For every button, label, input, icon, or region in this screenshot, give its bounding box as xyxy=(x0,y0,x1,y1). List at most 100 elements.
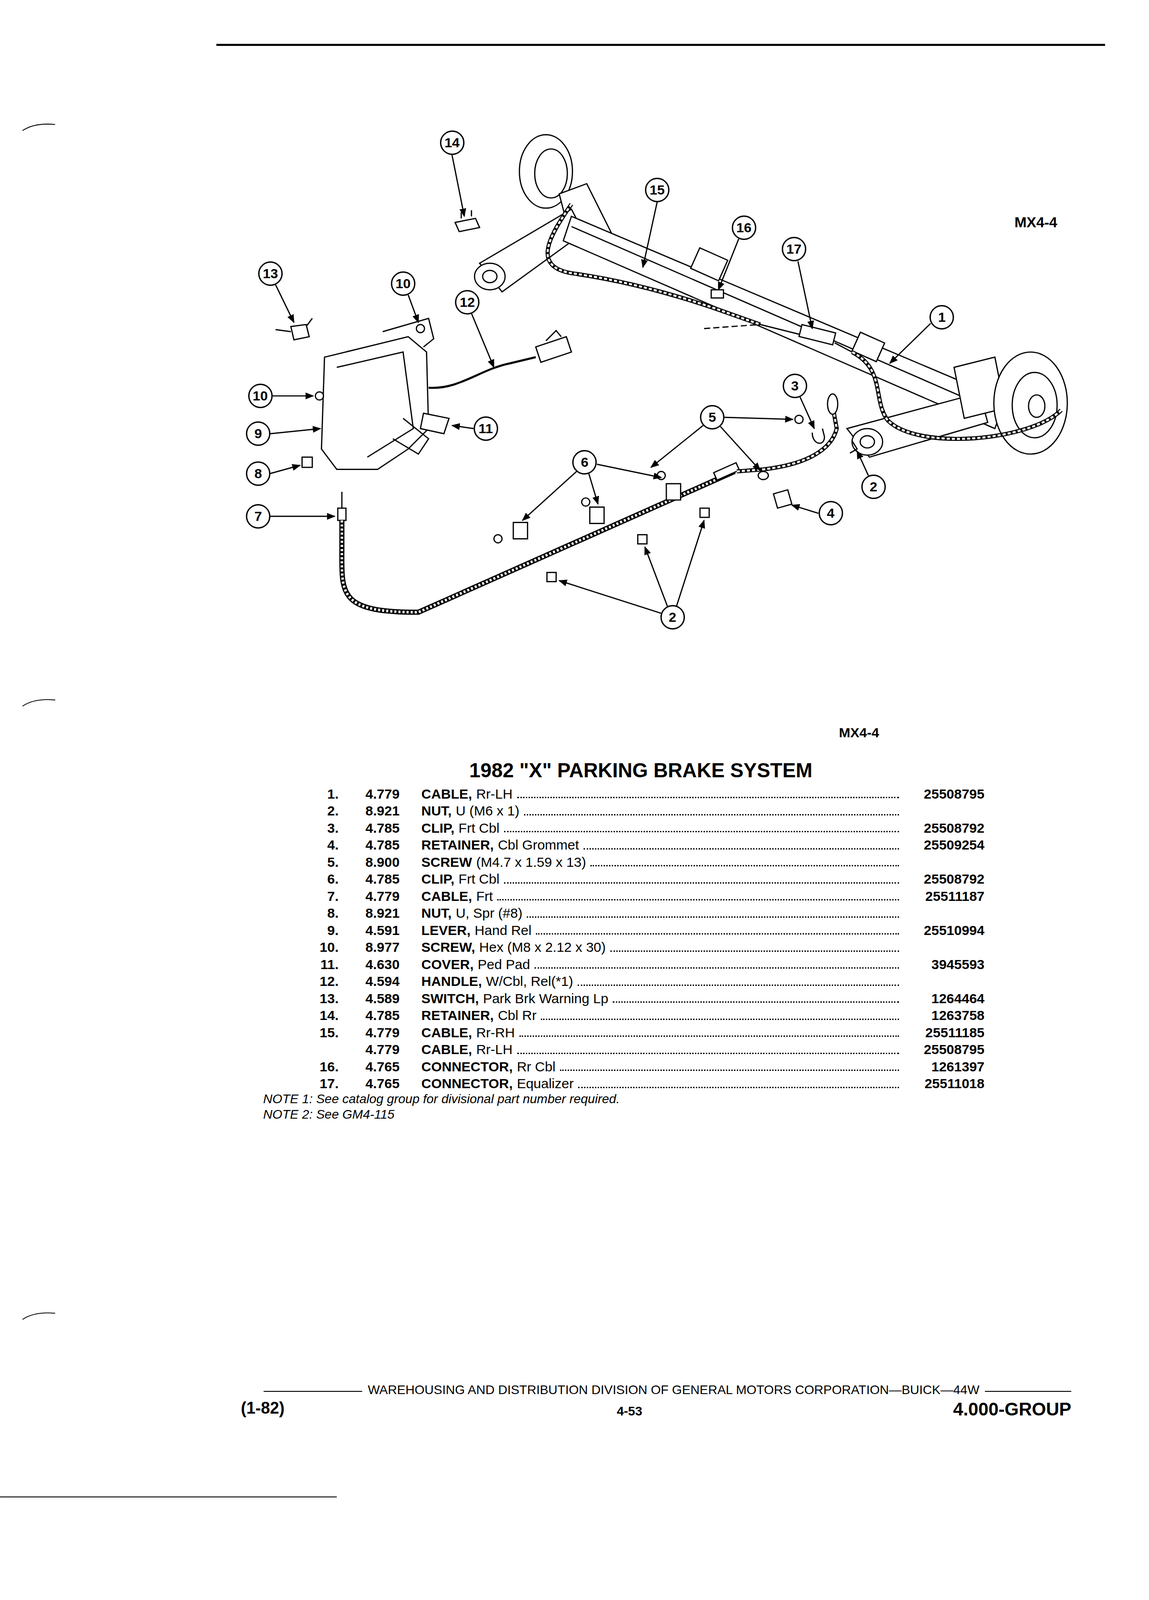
part-name: CABLE, xyxy=(421,888,473,905)
callout-circle: 17 xyxy=(781,236,807,262)
part-description: Rr Cbl xyxy=(516,1059,556,1075)
part-name: RETAINER, xyxy=(421,1007,494,1024)
dot-leader xyxy=(517,796,900,799)
dot-leader xyxy=(540,1018,900,1020)
dot-leader xyxy=(497,899,900,901)
item-number: 16. xyxy=(319,1059,339,1075)
dot-leader xyxy=(559,1069,900,1071)
item-number: 7. xyxy=(327,888,339,905)
dot-leader xyxy=(519,1035,900,1037)
callout-circle: 7 xyxy=(245,504,271,529)
group-code: 4.765 xyxy=(365,1075,400,1092)
part-description: Rr-RH xyxy=(476,1024,515,1041)
part-description: Rr-LH xyxy=(476,786,513,803)
part-name: SCREW xyxy=(421,854,473,871)
item-number: 11. xyxy=(320,956,339,973)
figure-code: MX4-4 xyxy=(839,724,880,741)
group-code: 4.779 xyxy=(365,786,400,803)
item-number: 5. xyxy=(327,854,339,871)
callout-number: 8 xyxy=(254,466,263,481)
group-code: 8.921 xyxy=(365,803,400,820)
part-name: CLIP, xyxy=(421,820,455,837)
dot-leader xyxy=(524,814,900,816)
item-number: 13. xyxy=(319,990,339,1007)
part-name: COVER, xyxy=(421,956,474,973)
item-number: 4. xyxy=(327,837,339,854)
dot-leader xyxy=(504,830,900,833)
footer-rule xyxy=(263,1390,363,1392)
callout-circle: 1 xyxy=(929,304,955,330)
group-code: 4.765 xyxy=(365,1059,400,1075)
part-name: CONNECTOR, xyxy=(421,1075,513,1092)
part-number: 25508792 xyxy=(924,820,985,837)
callout-circle: 11 xyxy=(473,416,499,441)
part-description: Park Brk Warning Lp xyxy=(483,990,609,1007)
group-code: 4.591 xyxy=(365,922,400,939)
callout-circle: 3 xyxy=(782,373,808,399)
dot-leader xyxy=(612,1001,900,1003)
group-code: 4.589 xyxy=(365,990,400,1007)
callout-circle: 5 xyxy=(699,404,725,430)
callout-number: 2 xyxy=(869,479,878,494)
callout-circle: 13 xyxy=(258,261,283,286)
callout-circle: 15 xyxy=(644,177,670,203)
item-number: 15. xyxy=(319,1024,339,1041)
group-code: 8.921 xyxy=(365,905,400,922)
footer-rule xyxy=(984,1390,1072,1392)
part-description: Cbl Rr xyxy=(497,1007,537,1024)
callout-number: 11 xyxy=(478,421,494,436)
part-number: 25511018 xyxy=(924,1075,985,1092)
group-code: 8.977 xyxy=(365,939,400,956)
callout-number: 2 xyxy=(668,610,677,625)
dot-leader xyxy=(583,848,900,850)
group-code: 4.594 xyxy=(365,973,400,990)
callout-circle: 6 xyxy=(572,449,597,475)
callout-number: 17 xyxy=(786,242,802,256)
callout-number: 4 xyxy=(826,506,835,520)
callout-circle: 9 xyxy=(245,421,271,446)
item-number: 1. xyxy=(327,786,339,803)
callout-number: 16 xyxy=(736,220,752,235)
part-description: Frt Cbl xyxy=(458,820,500,837)
group-code: 4.630 xyxy=(365,956,400,973)
part-description: U (M6 x 1) xyxy=(455,803,520,820)
callout-number: 6 xyxy=(580,455,589,470)
part-description: W/Cbl, Rel(*1) xyxy=(485,973,574,990)
callout-circle: 2 xyxy=(660,604,685,630)
callout-circle: 8 xyxy=(245,461,271,486)
note: NOTE 2: See GM4-115 xyxy=(263,1107,395,1122)
callout-number: 7 xyxy=(254,509,263,524)
date-code: (1-82) xyxy=(240,1398,285,1418)
callout-number: 10 xyxy=(395,276,411,291)
part-description: Ped Pad xyxy=(477,956,530,973)
part-name: HANDLE, xyxy=(421,973,482,990)
part-number: 25511187 xyxy=(925,888,985,905)
callout-number: 10 xyxy=(252,389,268,403)
group-code: 4.785 xyxy=(365,871,400,888)
part-number: 25510994 xyxy=(924,922,985,939)
dot-leader xyxy=(517,1052,900,1055)
part-description: Frt Cbl xyxy=(458,871,500,888)
part-name: RETAINER, xyxy=(421,837,494,854)
item-number: 10. xyxy=(319,939,339,956)
callout-number: 14 xyxy=(444,135,460,150)
part-name: CABLE, xyxy=(421,786,473,803)
dot-leader xyxy=(504,882,900,884)
callout-circle: 16 xyxy=(731,215,757,240)
part-name: NUT, xyxy=(421,905,452,922)
callout-number: 15 xyxy=(649,183,665,197)
callout-circle: 12 xyxy=(454,289,480,315)
part-name: CABLE, xyxy=(421,1041,473,1058)
group-code: 4.779 xyxy=(365,888,400,905)
part-description: Hand Rel xyxy=(474,922,532,939)
item-number: 14. xyxy=(319,1007,339,1024)
dot-leader xyxy=(535,933,900,935)
dot-leader xyxy=(526,916,900,918)
part-name: SWITCH, xyxy=(421,990,480,1007)
dot-leader xyxy=(577,984,900,986)
part-number: 1264464 xyxy=(931,990,985,1007)
callout-circle: 2 xyxy=(861,474,886,500)
part-description: Cbl Grommet xyxy=(497,837,579,854)
item-number: 6. xyxy=(327,871,339,888)
